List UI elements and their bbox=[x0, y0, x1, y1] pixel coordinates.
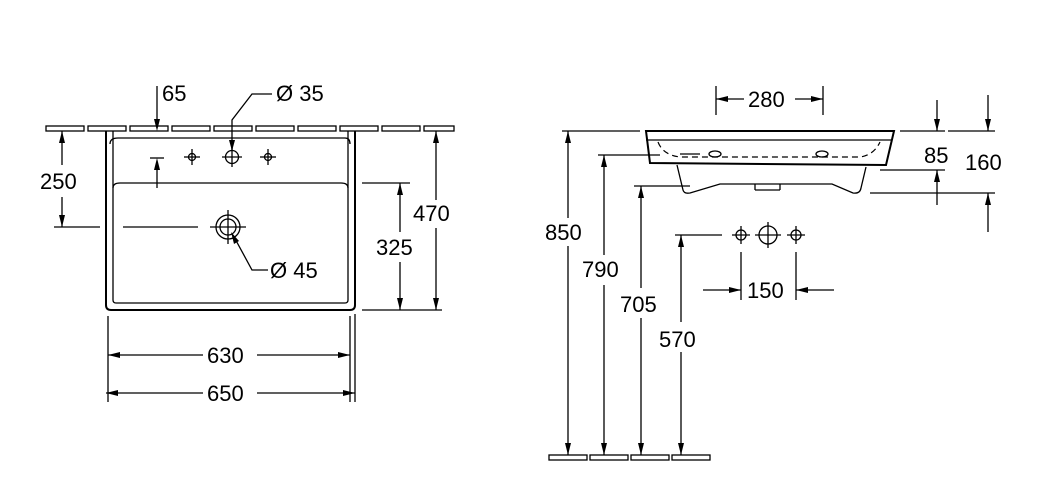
dim-650-label: 650 bbox=[207, 381, 244, 406]
dim-250-label: 250 bbox=[40, 169, 77, 194]
dim-790: 790 bbox=[582, 154, 660, 455]
dim-150-label: 150 bbox=[747, 278, 784, 303]
dim-790-label: 790 bbox=[582, 257, 619, 282]
top-view: 65 Ø 35 Ø 45 250 bbox=[40, 81, 455, 406]
dim-160: 160 bbox=[870, 95, 1002, 232]
dim-65: 65 bbox=[150, 81, 186, 188]
dim-65-label: 65 bbox=[162, 81, 186, 106]
dim-705-label: 705 bbox=[620, 292, 657, 317]
dim-85-label: 85 bbox=[924, 143, 948, 168]
dim-570-label: 570 bbox=[659, 327, 696, 352]
dim-850: 850 bbox=[545, 130, 640, 455]
waste-outlet-icon bbox=[123, 210, 246, 244]
connection-hole-left-icon bbox=[732, 226, 750, 244]
basin-inner-edge bbox=[112, 182, 349, 189]
dim-150: 150 bbox=[703, 252, 834, 303]
dim-85: 85 bbox=[880, 100, 948, 205]
dim-630: 630 bbox=[107, 316, 351, 402]
floor-hatch bbox=[548, 454, 711, 461]
wall-hatch bbox=[45, 125, 455, 132]
basin-pedestal bbox=[676, 164, 867, 194]
tap-hole-left-icon bbox=[184, 149, 200, 165]
basin-profile bbox=[644, 130, 896, 167]
dim-d45-label: Ø 45 bbox=[270, 258, 318, 283]
connection-hole-center-icon bbox=[755, 222, 781, 248]
dim-d35: Ø 35 bbox=[229, 81, 324, 151]
dim-280: 280 bbox=[715, 86, 824, 115]
dim-705: 705 bbox=[620, 185, 690, 455]
dim-650: 650 bbox=[106, 314, 356, 406]
dim-570: 570 bbox=[659, 234, 722, 455]
dim-250: 250 bbox=[40, 131, 100, 228]
dim-325-label: 325 bbox=[376, 235, 413, 260]
dim-470-label: 470 bbox=[413, 201, 450, 226]
side-view: 280 85 160 850 bbox=[545, 86, 1002, 461]
dim-280-label: 280 bbox=[748, 87, 785, 112]
dim-325: 325 bbox=[362, 182, 442, 311]
dim-630-label: 630 bbox=[207, 343, 244, 368]
tap-hole-right-icon bbox=[260, 149, 276, 165]
connection-hole-right-icon bbox=[787, 226, 805, 244]
dim-160-label: 160 bbox=[965, 150, 1002, 175]
dim-d35-label: Ø 35 bbox=[276, 81, 324, 106]
dim-850-label: 850 bbox=[545, 220, 582, 245]
basin-outline bbox=[105, 131, 356, 311]
dim-d45: Ø 45 bbox=[231, 232, 318, 283]
dim-470: 470 bbox=[413, 131, 450, 310]
